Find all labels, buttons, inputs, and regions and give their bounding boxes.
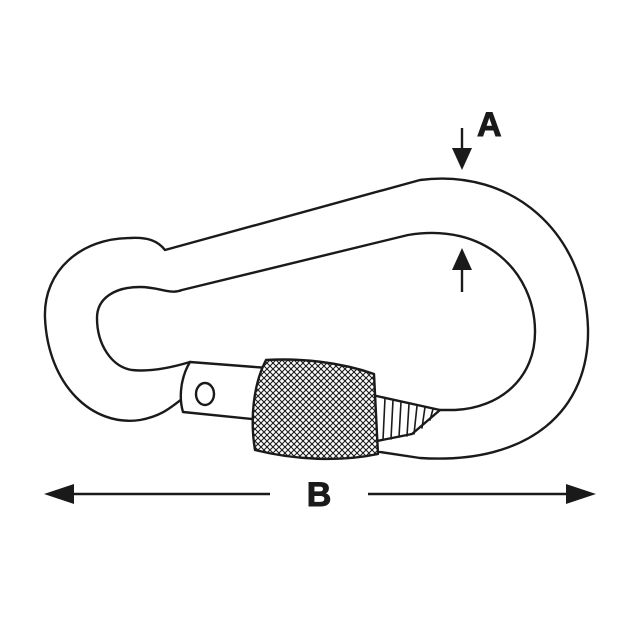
gate-hinge-hole [194,381,216,407]
locking-sleeve [251,358,380,461]
carabiner-inner-outline [95,231,537,412]
dimension-b-group: B [44,476,596,515]
dimension-b-left-arrowhead [44,484,74,504]
dimension-b-label: B [307,476,332,514]
dimension-a-label: A [477,106,502,144]
dimension-a-top-arrowhead [452,148,472,170]
carabiner-icon [43,177,590,461]
dimension-a-bottom-arrowhead [452,248,472,270]
dimension-a-group: A [452,106,502,292]
dimension-b-right-arrowhead [566,484,596,504]
gate-thread-lines [382,397,434,441]
